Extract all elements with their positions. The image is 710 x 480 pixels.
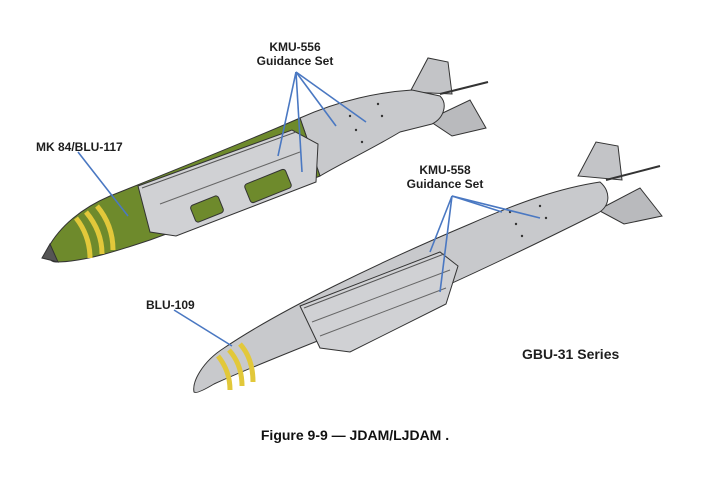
label-mk84-blu117: MK 84/BLU-117 [36, 140, 123, 154]
bomb-blu109 [193, 141, 663, 393]
bomb2-band-1 [216, 354, 233, 391]
label-kmu-558-line2: Guidance Set [406, 177, 484, 191]
label-kmu-558-line1: KMU-558 [419, 163, 471, 177]
bomb1-window-2 [244, 168, 292, 204]
leader-kmu556-d [295, 71, 367, 123]
label-kmu-556-line2: Guidance Set [256, 54, 334, 68]
leader-kmu556-c [295, 71, 337, 127]
bomb2-band-2 [227, 348, 245, 387]
leader-kmu556-a [277, 71, 297, 157]
leader-kmu558-b [439, 195, 453, 293]
label-series: GBU-31 Series [522, 346, 620, 362]
leader-lines [77, 71, 541, 347]
bomb1-band-3 [95, 204, 116, 251]
leader-mk84 [77, 151, 129, 217]
bomb1-tail-fin-lower [426, 99, 487, 137]
figure-caption: Figure 9-9 — JDAM/LJDAM . [260, 427, 450, 443]
bomb2-strake-kit [299, 251, 459, 353]
bomb1-window-1 [190, 195, 224, 223]
bomb1-tail-fin-upper [409, 57, 453, 95]
label-kmu-558: KMU-558 Guidance Set [390, 163, 500, 191]
bomb1-nose-tip [41, 242, 59, 263]
leader-kmu558-d [451, 195, 541, 219]
leader-kmu556-b [295, 71, 303, 173]
bomb1-band-2 [84, 210, 105, 255]
label-kmu-556: KMU-556 Guidance Set [240, 40, 350, 68]
leader-kmu558-a [429, 195, 453, 253]
bomb1-tail-body [299, 89, 445, 177]
bomb1-band-1 [74, 216, 93, 259]
label-kmu-556-line1: KMU-556 [269, 40, 321, 54]
bomb2-tail-fin-upper [577, 141, 623, 181]
label-blu109: BLU-109 [146, 298, 195, 312]
leader-blu109 [173, 309, 233, 347]
bomb-mk84 [41, 57, 489, 263]
bomb2-tail-fin-lower [596, 187, 663, 225]
bomb2-band-3 [238, 342, 256, 383]
bomb1-strake-kit [137, 129, 319, 237]
